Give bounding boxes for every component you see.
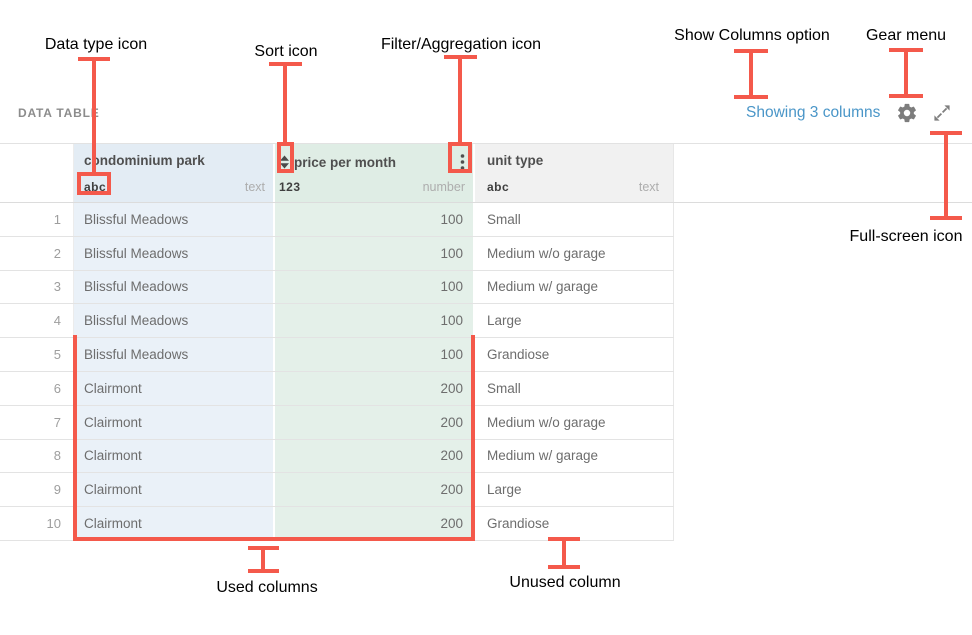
- cell-price-per-month: 100: [275, 304, 475, 338]
- annotation-box-sort-icon: [277, 142, 294, 173]
- cell-price-per-month: 200: [275, 371, 475, 405]
- row-number: 3: [0, 270, 74, 304]
- column-header-unit-type[interactable]: unit type abc text: [475, 144, 674, 202]
- annotation-cap: [248, 569, 279, 573]
- column-type-label: text: [244, 180, 265, 194]
- cell-price-per-month: 200: [275, 473, 475, 507]
- annotation-line: [261, 546, 265, 569]
- table-top-border: [0, 143, 972, 144]
- annotation-box-data-type-icon: [77, 172, 111, 195]
- annotation-label-data-type: Data type icon: [44, 36, 148, 53]
- cell-price-per-month: 100: [275, 203, 475, 236]
- cell-unit-type: Medium w/ garage: [475, 270, 674, 304]
- gear-menu-button[interactable]: [895, 101, 919, 125]
- annotation-line: [944, 131, 948, 216]
- annotation-cap: [548, 565, 580, 569]
- annotation-line: [92, 57, 96, 172]
- row-number: 1: [0, 203, 74, 236]
- cell-unit-type: Small: [475, 371, 674, 405]
- table-row: 9 Clairmont 200 Large: [0, 473, 674, 508]
- cell-price-per-month: 100: [275, 270, 475, 304]
- data-type-icon: abc: [487, 180, 510, 194]
- annotation-line: [283, 62, 287, 142]
- annotation-label-filter-agg: Filter/Aggregation icon: [380, 36, 542, 53]
- cell-condominium-park: Blissful Meadows: [74, 203, 275, 236]
- cell-price-per-month: 200: [275, 439, 475, 473]
- row-number: 5: [0, 338, 74, 371]
- cell-unit-type: Grandiose: [475, 338, 674, 371]
- sort-icon[interactable]: [279, 155, 290, 169]
- annotation-line: [458, 55, 462, 142]
- table-row: 8 Clairmont 200 Medium w/ garage: [0, 439, 674, 474]
- annotation-cap: [889, 94, 923, 98]
- row-number: 4: [0, 304, 74, 338]
- table-row: 4 Blissful Meadows 100 Large: [0, 304, 674, 339]
- fullscreen-button[interactable]: [930, 101, 954, 125]
- cell-condominium-park: Clairmont: [74, 507, 275, 540]
- header-bottom-border: [0, 202, 972, 203]
- table-row: 3 Blissful Meadows 100 Medium w/ garage: [0, 270, 674, 305]
- row-number: 8: [0, 439, 74, 473]
- cell-condominium-park: Blissful Meadows: [74, 338, 275, 371]
- annotation-rect-used-columns: [73, 335, 475, 541]
- table-body: 1 Blissful Meadows 100 Small 2 Blissful …: [0, 203, 674, 541]
- show-columns-link[interactable]: Showing 3 columns: [746, 104, 881, 121]
- fullscreen-icon: [931, 102, 953, 124]
- annotation-line: [562, 537, 566, 565]
- table-row: 1 Blissful Meadows 100 Small: [0, 203, 674, 237]
- annotation-label-used-columns: Used columns: [216, 579, 318, 596]
- table-row: 7 Clairmont 200 Medium w/o garage: [0, 405, 674, 440]
- column-name: price per month: [294, 154, 397, 170]
- annotation-line: [904, 48, 908, 94]
- annotation-label-show-columns: Show Columns option: [674, 27, 830, 44]
- data-type-icon: abc: [84, 180, 107, 194]
- cell-condominium-park: Clairmont: [74, 371, 275, 405]
- annotation-cap: [930, 216, 962, 220]
- cell-unit-type: Medium w/o garage: [475, 236, 674, 270]
- row-number: 10: [0, 507, 74, 540]
- cell-price-per-month: 100: [275, 338, 475, 371]
- table-row: 2 Blissful Meadows 100 Medium w/o garage: [0, 236, 674, 271]
- cell-condominium-park: Blissful Meadows: [74, 236, 275, 270]
- annotation-label-unused-column: Unused column: [509, 574, 621, 591]
- cell-unit-type: Medium w/o garage: [475, 405, 674, 439]
- row-number: 2: [0, 236, 74, 270]
- table-row: 5 Blissful Meadows 100 Grandiose: [0, 338, 674, 372]
- cell-price-per-month: 100: [275, 236, 475, 270]
- cell-unit-type: Small: [475, 203, 674, 236]
- table-row: 6 Clairmont 200 Small: [0, 371, 674, 406]
- data-type-icon: 123: [279, 180, 301, 194]
- annotation-line: [749, 49, 753, 95]
- column-name: unit type: [487, 153, 544, 168]
- annotation-box-filter-icon: [448, 142, 472, 173]
- row-number: 6: [0, 371, 74, 405]
- row-number-header: [0, 144, 74, 202]
- cell-price-per-month: 200: [275, 405, 475, 439]
- gear-icon: [896, 102, 918, 124]
- row-number: 9: [0, 473, 74, 507]
- column-header-price-per-month[interactable]: price per month 123 number: [275, 144, 475, 202]
- annotation-label-sort: Sort icon: [254, 43, 318, 60]
- cell-price-per-month: 200: [275, 507, 475, 540]
- annotation-label-fullscreen: Full-screen icon: [849, 228, 963, 245]
- annotation-label-gear: Gear menu: [865, 27, 947, 44]
- cell-unit-type: Medium w/ garage: [475, 439, 674, 473]
- table-header-row: condominium park abc text price per mont…: [0, 144, 674, 202]
- cell-unit-type: Large: [475, 304, 674, 338]
- cell-condominium-park: Blissful Meadows: [74, 304, 275, 338]
- table-row: 10 Clairmont 200 Grandiose: [0, 507, 674, 541]
- column-type-label: text: [638, 180, 659, 194]
- column-type-label: number: [422, 180, 465, 194]
- cell-unit-type: Grandiose: [475, 507, 674, 540]
- column-name: condominium park: [84, 153, 205, 168]
- filter-aggregation-icon[interactable]: [460, 153, 465, 171]
- cell-condominium-park: Blissful Meadows: [74, 270, 275, 304]
- cell-condominium-park: Clairmont: [74, 405, 275, 439]
- cell-condominium-park: Clairmont: [74, 473, 275, 507]
- row-number: 7: [0, 405, 74, 439]
- cell-unit-type: Large: [475, 473, 674, 507]
- annotation-cap: [734, 95, 768, 99]
- cell-condominium-park: Clairmont: [74, 439, 275, 473]
- section-title: DATA TABLE: [18, 106, 100, 120]
